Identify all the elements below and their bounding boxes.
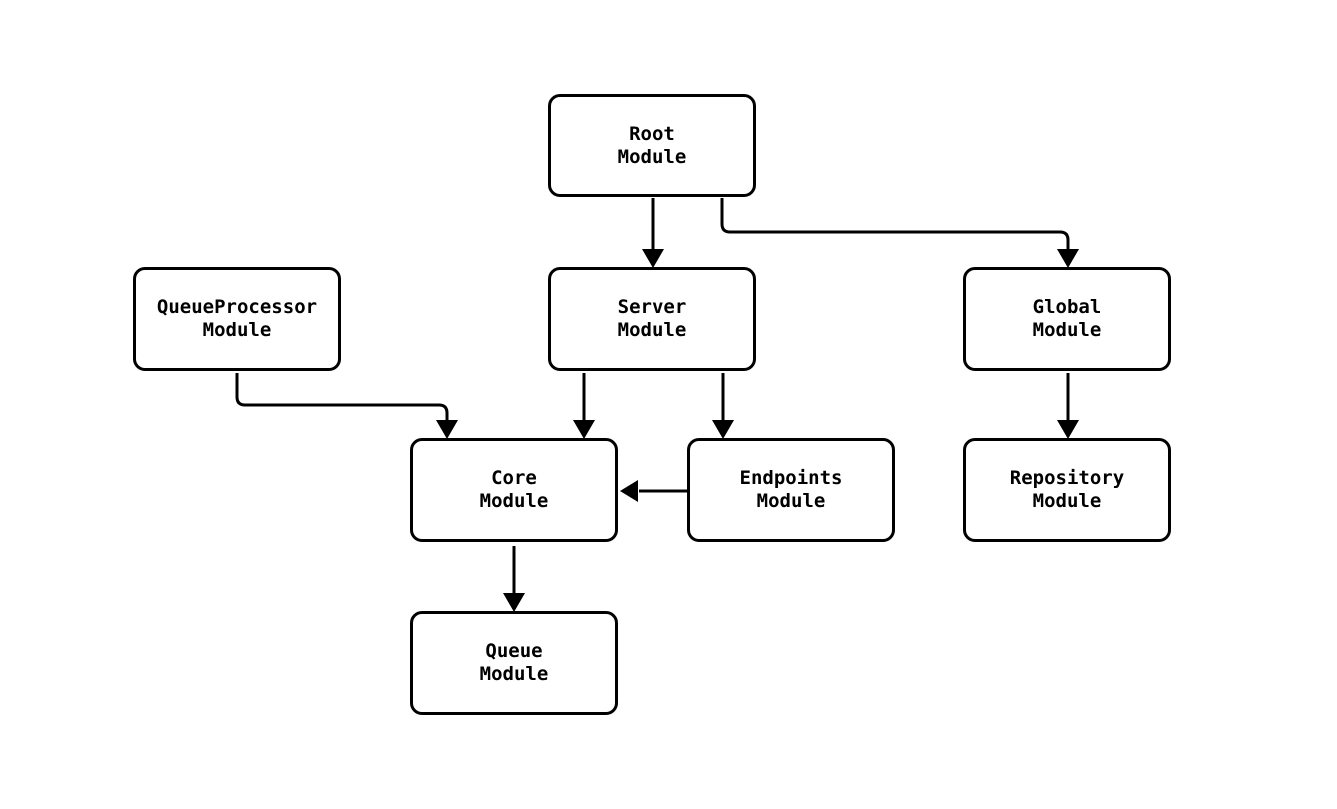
arrowhead-down-icon bbox=[712, 420, 734, 439]
edge-queue-processor-to-core bbox=[235, 373, 458, 439]
arrowhead-down-icon bbox=[436, 420, 458, 439]
arrowhead-left-icon bbox=[620, 480, 638, 502]
node-queue-module: Queue Module bbox=[410, 611, 618, 715]
node-root-module: Root Module bbox=[548, 94, 756, 197]
edge-endpoints-to-core bbox=[620, 480, 687, 502]
node-server-module: Server Module bbox=[548, 267, 756, 371]
node-endpoints-module: Endpoints Module bbox=[687, 438, 895, 542]
edge-root-to-global bbox=[720, 198, 1079, 268]
edge-root-to-server bbox=[642, 198, 664, 268]
edge-server-to-endpoints bbox=[712, 373, 734, 439]
edge-core-to-queue bbox=[503, 546, 525, 612]
node-core-module: Core Module bbox=[410, 438, 618, 542]
node-repository-module: Repository Module bbox=[963, 438, 1171, 542]
arrowhead-down-icon bbox=[1057, 249, 1079, 268]
arrowhead-down-icon bbox=[503, 593, 525, 612]
node-queue-processor-module: QueueProcessor Module bbox=[133, 267, 341, 371]
arrowhead-down-icon bbox=[573, 420, 595, 439]
arrowhead-down-icon bbox=[642, 249, 664, 268]
edge-global-to-repository bbox=[1057, 373, 1079, 439]
node-global-module: Global Module bbox=[963, 267, 1171, 371]
arrowhead-down-icon bbox=[1057, 420, 1079, 439]
edge-server-to-core bbox=[573, 373, 595, 439]
